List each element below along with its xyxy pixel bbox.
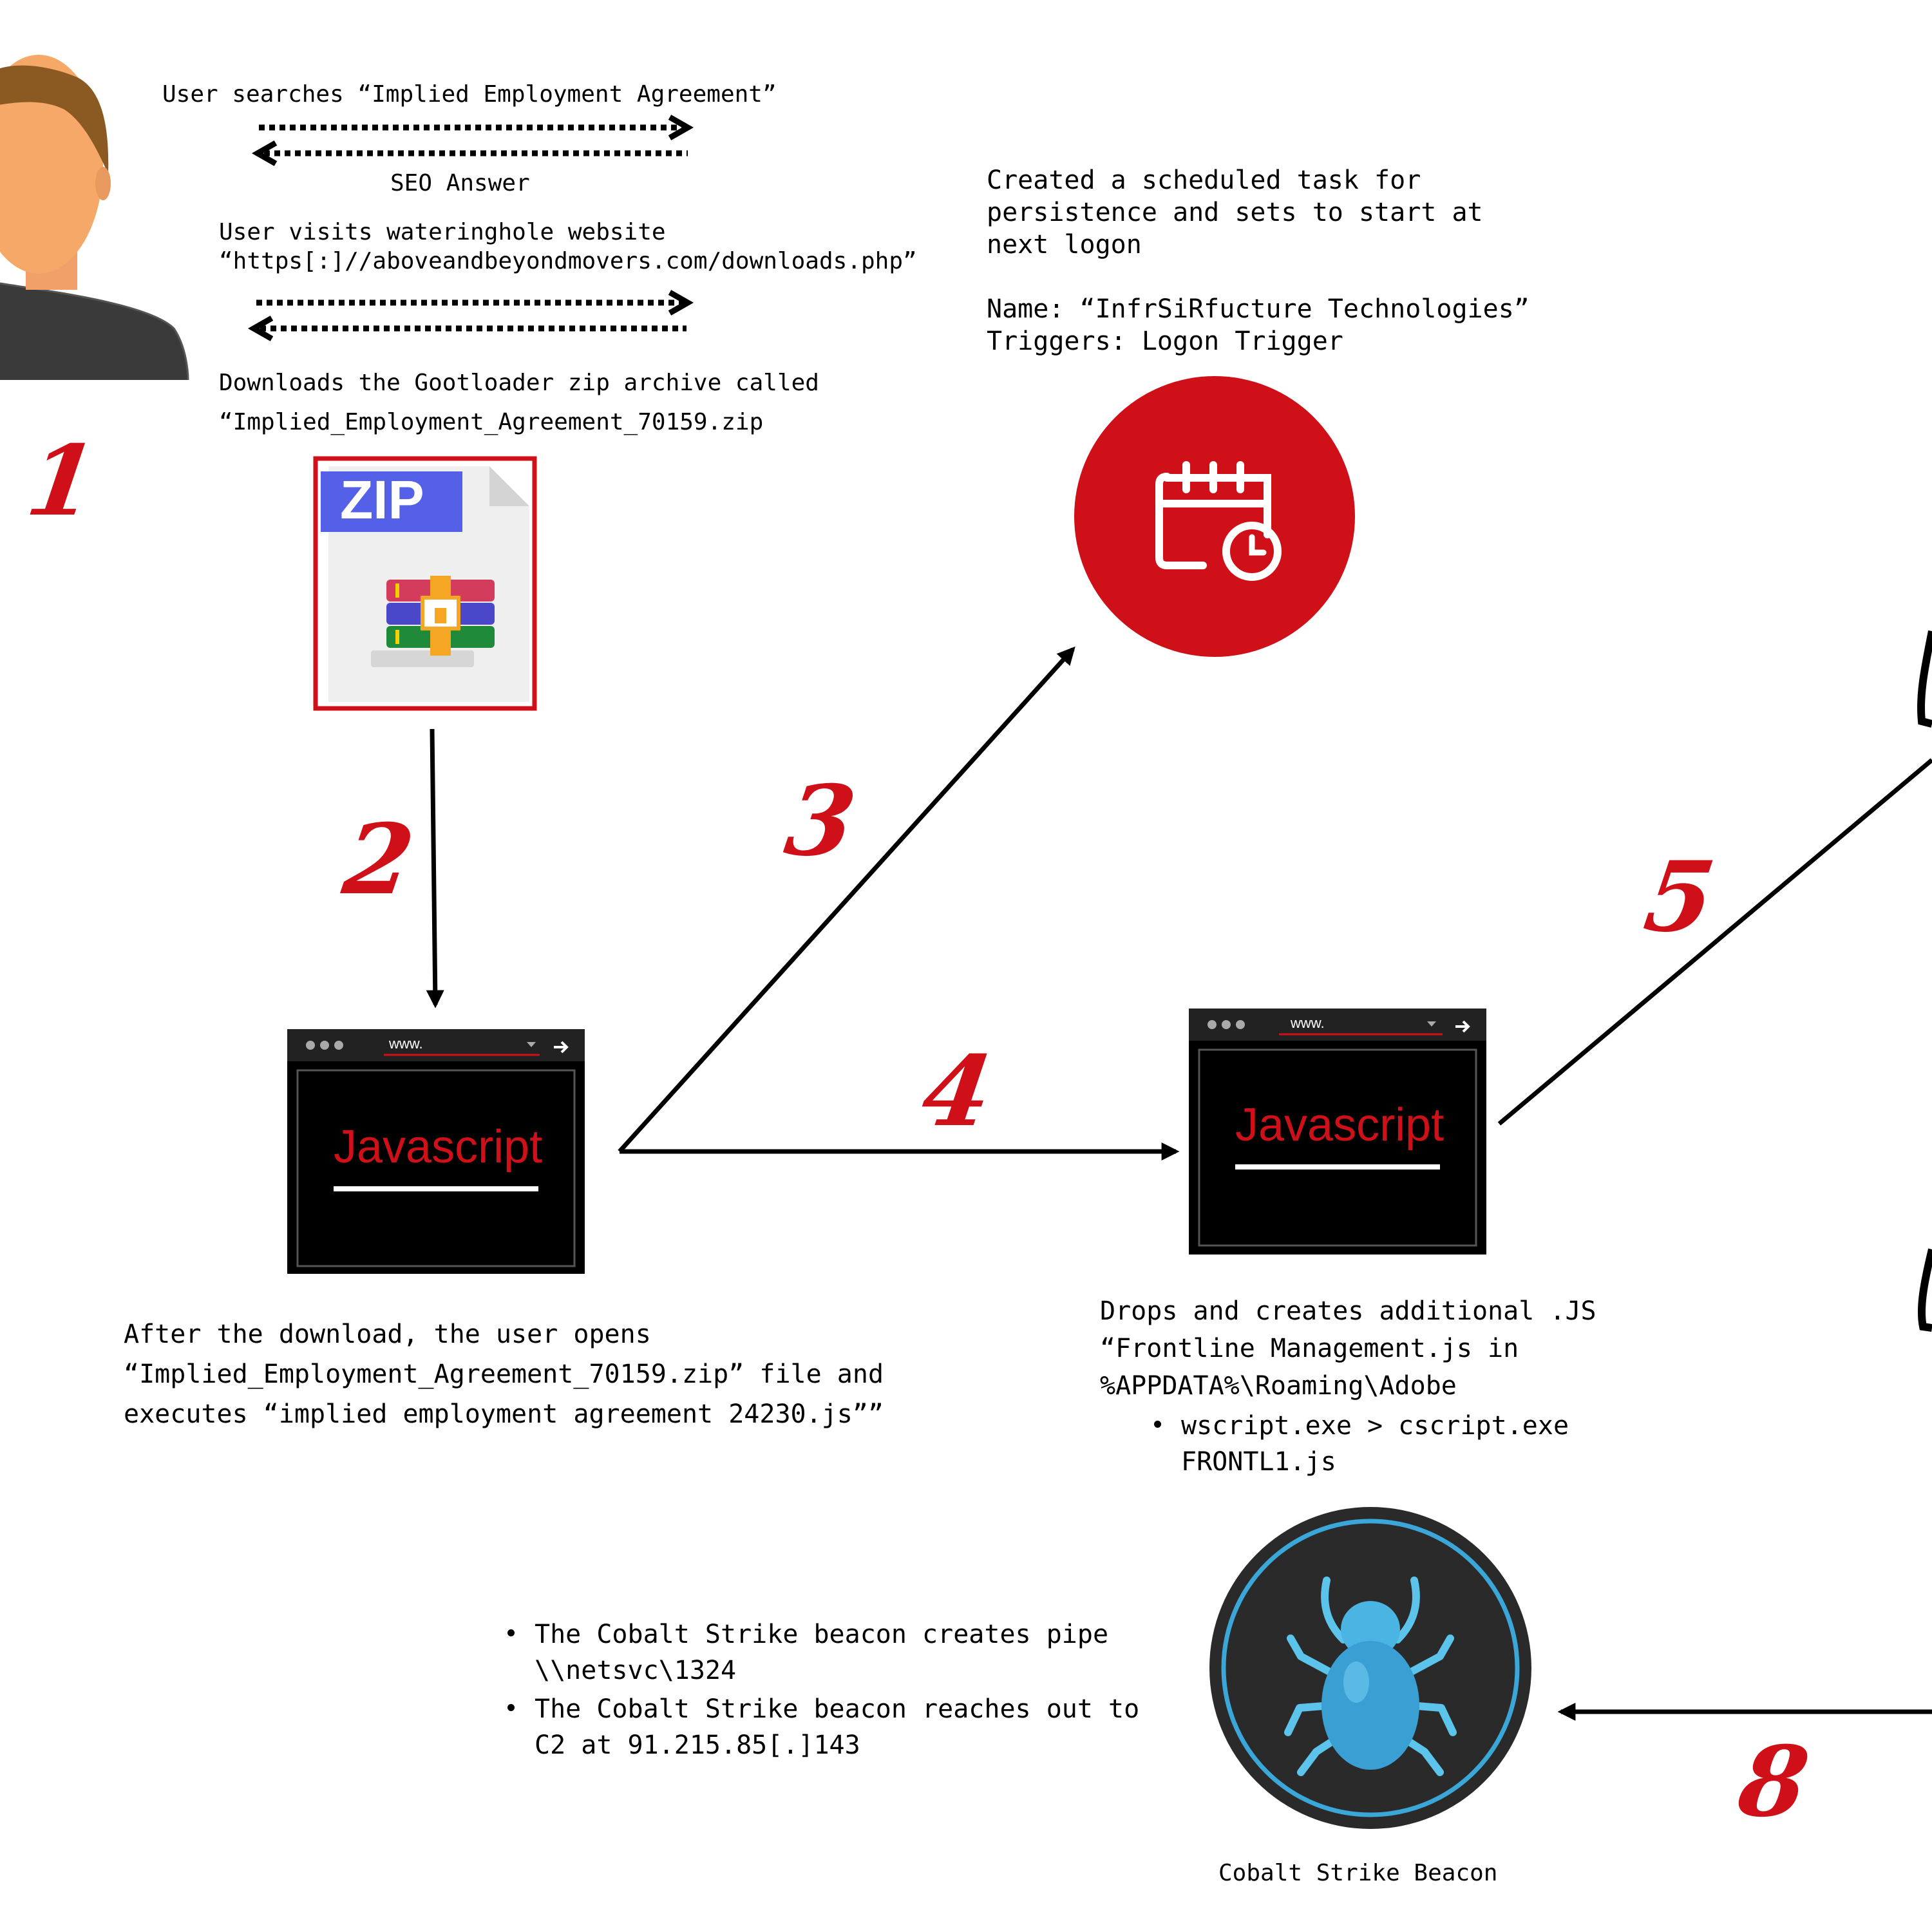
step-number-2: 2 [337, 803, 421, 916]
visit-label-line2: “https[:]//aboveandbeyondmovers.com/down… [219, 248, 917, 274]
scheduled-task-name: Name: “InfrSiRfucture Technologies” [987, 294, 1530, 324]
user-avatar-icon [0, 55, 189, 381]
scheduled-task-trigger: Triggers: Logon Trigger [987, 327, 1343, 356]
url-text-1: www. [389, 1036, 423, 1052]
arrow-js1-to-scheduled-task [618, 646, 1075, 1153]
step-number-5: 5 [1638, 840, 1721, 954]
beacon-caption: Cobalt Strike Beacon [1218, 1860, 1498, 1886]
bug-icon [1209, 1507, 1531, 1829]
scheduled-task-line1: Created a scheduled task for [987, 166, 1421, 195]
zip-archive-icon [313, 456, 537, 711]
bullet-dot [1154, 1421, 1161, 1428]
step-number-1: 1 [20, 424, 104, 538]
javascript-label-1: Javascript [334, 1121, 543, 1173]
javascript-browser-window-2 [1189, 1009, 1486, 1255]
download-label-line1: Downloads the Gootloader zip archive cal… [219, 370, 819, 396]
beacon-c2-line2: C2 at 91.215.85[.]143 [535, 1730, 860, 1760]
drops-bullet-line2: FRONTL1.js [1181, 1447, 1336, 1477]
javascript-label-2: Javascript [1235, 1099, 1444, 1151]
arrow-js2-offscreen [1497, 758, 1932, 1126]
bullet-dot [507, 1704, 515, 1711]
drops-bullet-line1: wscript.exe > cscript.exe [1181, 1411, 1569, 1441]
zip-label: ZIP [340, 469, 424, 530]
search-label: User searches “Implied Employment Agreem… [162, 81, 777, 108]
url-text-2: www. [1291, 1015, 1325, 1031]
visit-dotted-arrows [247, 290, 694, 341]
beacon-c2-line1: The Cobalt Strike beacon reaches out to [535, 1694, 1140, 1724]
search-dotted-arrows [251, 115, 694, 166]
scheduled-task-line2: persistence and sets to start at [987, 198, 1483, 227]
offscreen-shape-top [1917, 630, 1932, 728]
seo-answer-label: SEO Answer [390, 170, 530, 196]
visit-label-line1: User visits wateringhole website [219, 219, 666, 245]
beacon-pipe-line1: The Cobalt Strike beacon creates pipe [535, 1620, 1109, 1649]
arrow-zip-to-js1 [426, 728, 444, 1009]
after-download-line1: After the download, the user opens [124, 1320, 651, 1349]
calendar-clock-icon [1074, 376, 1355, 657]
scheduled-task-line3: next logon [987, 230, 1142, 260]
step-number-8: 8 [1732, 1725, 1815, 1839]
beacon-pipe-line2: \\netsvc\1324 [535, 1656, 737, 1685]
step-number-4: 4 [915, 1035, 999, 1148]
drops-line3: %APPDATA%\Roaming\Adobe [1100, 1371, 1457, 1401]
drops-line2: “Frontline Management.js in [1100, 1334, 1519, 1363]
javascript-browser-window-1 [287, 1029, 585, 1274]
step-number-3: 3 [779, 764, 862, 878]
drops-line1: Drops and creates additional .JS [1100, 1296, 1596, 1326]
offscreen-shape-bottom [1917, 1248, 1932, 1332]
after-download-line2: “Implied_Employment_Agreement_70159.zip”… [124, 1359, 884, 1389]
download-label-line2: “Implied_Employment_Agreement_70159.zip [219, 409, 764, 435]
bullet-dot [507, 1629, 515, 1636]
after-download-line3: executes “implied employment agreement 2… [124, 1399, 884, 1429]
